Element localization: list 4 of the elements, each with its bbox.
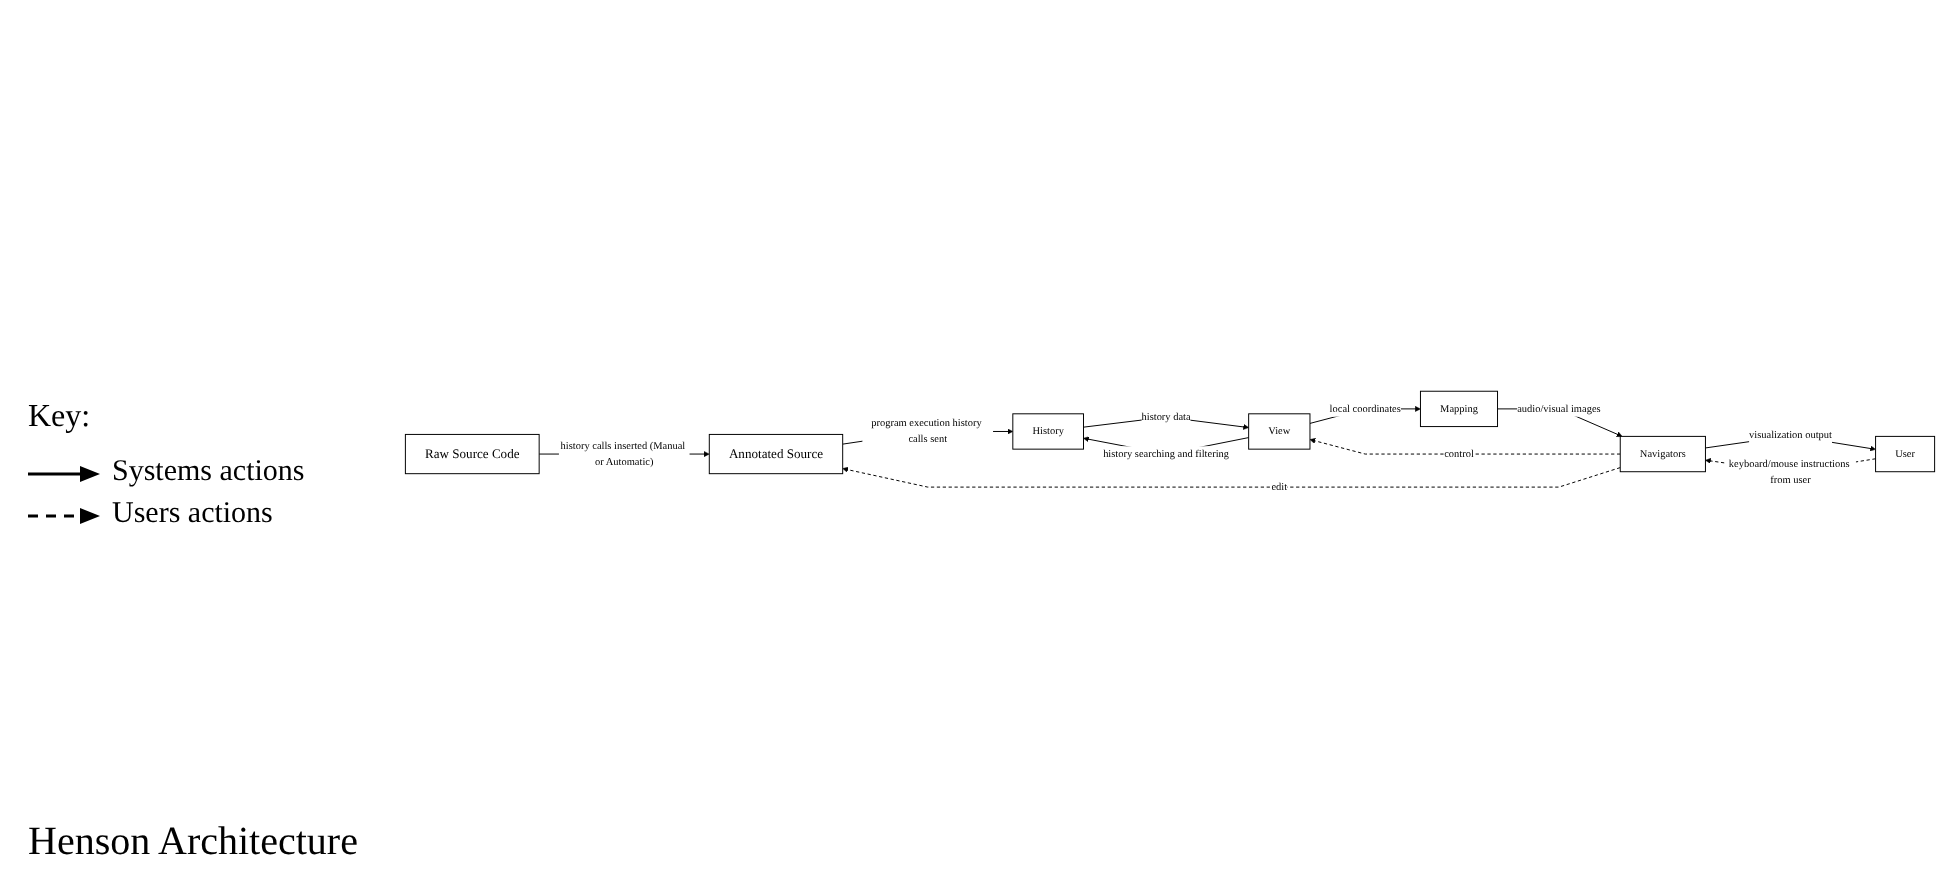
legend-heading: Key: (28, 400, 91, 436)
caption: Henson Architecture (28, 820, 358, 866)
legend-text: Systems actions (112, 456, 305, 490)
legend-text: Users actions (112, 498, 273, 532)
